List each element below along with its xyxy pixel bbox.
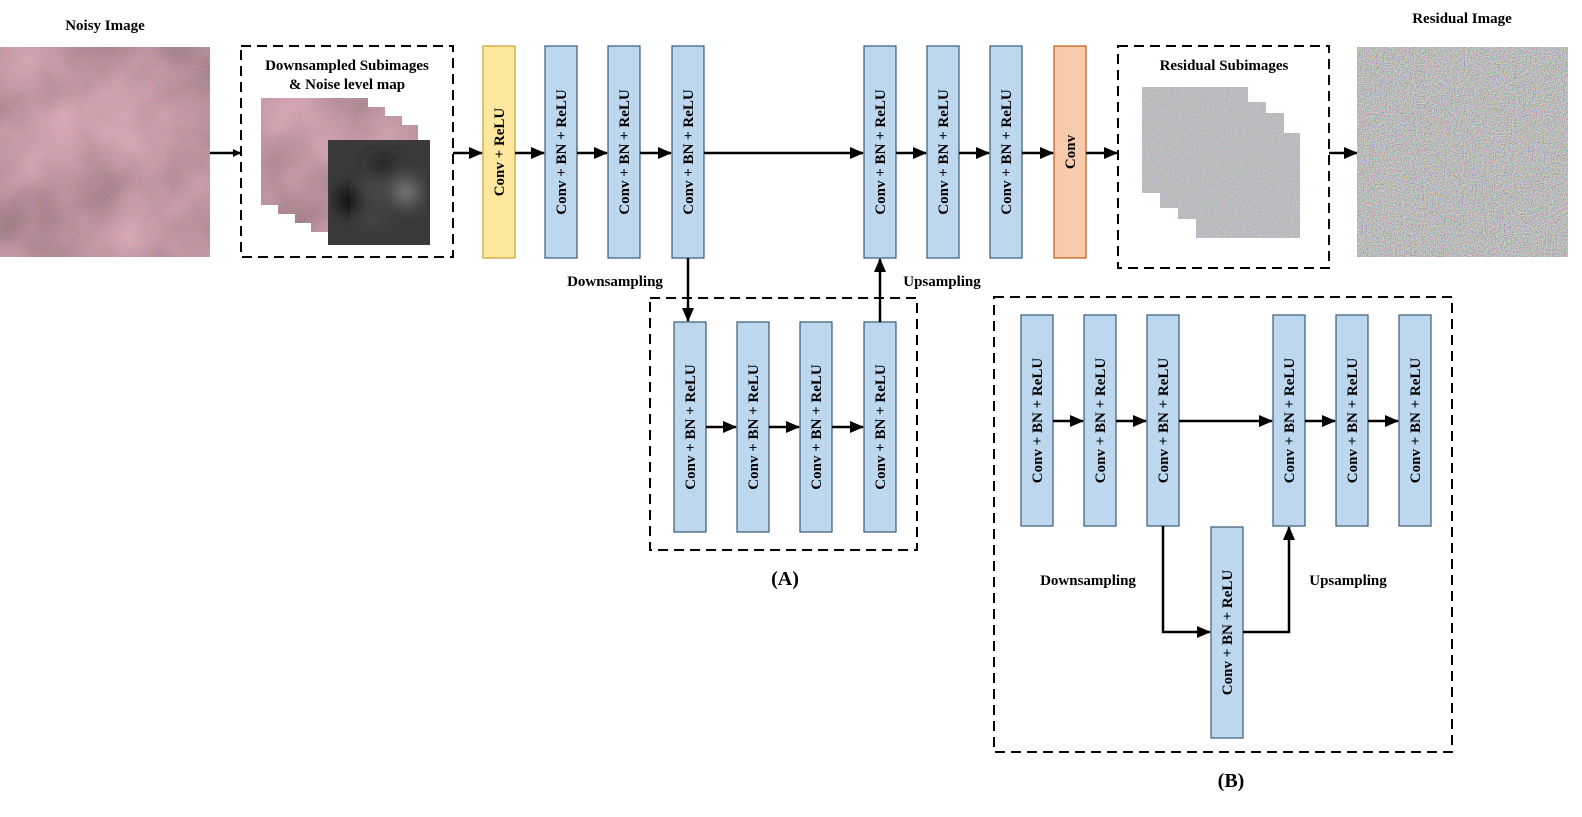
block-rect: [1083, 314, 1117, 527]
block-label: Conv + BN + ReLU: [683, 364, 699, 490]
conv-bn-relu-block: Conv + BN + ReLU: [799, 321, 833, 533]
block-label: Conv + BN + ReLU: [1093, 358, 1109, 484]
noise-level-map: [328, 140, 430, 245]
residual-subimages-title: Residual Subimages: [1160, 58, 1289, 74]
panel-a-downsampling-label: Downsampling: [567, 274, 663, 290]
conv-bn-relu-block: Conv + BN + ReLU: [673, 321, 707, 533]
downsampled-title-line1: Downsampled Subimages: [265, 58, 429, 74]
conv-relu-block: Conv + ReLU: [482, 45, 516, 259]
conv-bn-relu-block: Conv + BN + ReLU: [1272, 314, 1306, 527]
residual-subimages-stack: [1142, 87, 1300, 238]
block-label: Conv + BN + ReLU: [617, 89, 633, 215]
conv-bn-relu-block: Conv + BN + ReLU: [863, 45, 897, 259]
conv-bn-relu-block: Conv + BN + ReLU: [607, 45, 641, 259]
conv-bn-relu-block: Conv + BN + ReLU: [1210, 526, 1244, 739]
downsampled-title-line2: & Noise level map: [289, 77, 405, 93]
block-rect: [671, 45, 705, 259]
conv-bn-relu-block: Conv + BN + ReLU: [544, 45, 578, 259]
block-label: Conv + BN + ReLU: [1030, 358, 1046, 484]
block-label: Conv: [1063, 134, 1079, 169]
conv-block: Conv: [1053, 45, 1087, 259]
block-rect: [736, 321, 770, 533]
block-rect: [673, 321, 707, 533]
block-label: Conv + BN + ReLU: [809, 364, 825, 490]
conv-bn-relu-block: Conv + BN + ReLU: [863, 321, 897, 533]
conv-bn-relu-block: Conv + BN + ReLU: [1398, 314, 1432, 527]
block-rect: [1398, 314, 1432, 527]
residual-subimages-box: [1117, 45, 1330, 269]
panel-a-caption: (A): [771, 568, 799, 590]
block-label: Conv + BN + ReLU: [1282, 358, 1298, 484]
block-rect: [1210, 526, 1244, 739]
block-label: Conv + BN + ReLU: [999, 89, 1015, 215]
block-label: Conv + BN + ReLU: [873, 364, 889, 490]
block-label: Conv + BN + ReLU: [1345, 358, 1361, 484]
conv-bn-relu-block: Conv + BN + ReLU: [1083, 314, 1117, 527]
block-label: Conv + BN + ReLU: [554, 89, 570, 215]
block-label: Conv + BN + ReLU: [1408, 358, 1424, 484]
downsampling-arrow: [1161, 526, 1211, 638]
block-rect: [544, 45, 578, 259]
block-rect: [1335, 314, 1369, 527]
block-label: Conv + BN + ReLU: [681, 89, 697, 215]
conv-bn-relu-block: Conv + BN + ReLU: [989, 45, 1023, 259]
block-rect: [1053, 45, 1087, 259]
block-label: Conv + BN + ReLU: [1220, 570, 1236, 696]
panel-a-box: [649, 297, 918, 551]
residual-image-title: Residual Image: [1412, 11, 1512, 27]
downsampled-subimages-box: [240, 45, 454, 258]
conv-bn-relu-block: Conv + BN + ReLU: [671, 45, 705, 259]
block-rect: [799, 321, 833, 533]
block-rect: [863, 321, 897, 533]
panel-b-downsampling-label: Downsampling: [1040, 573, 1136, 589]
block-rect: [926, 45, 960, 259]
noisy-image-title: Noisy Image: [65, 18, 145, 34]
panel-b-box: [993, 296, 1453, 753]
panel-a-upsampling-label: Upsampling: [903, 274, 981, 290]
conv-bn-relu-block: Conv + BN + ReLU: [926, 45, 960, 259]
panel-b-caption: (B): [1218, 770, 1245, 792]
block-label: Conv + BN + ReLU: [1156, 358, 1172, 484]
panel-b-upsampling-label: Upsampling: [1309, 573, 1387, 589]
block-rect: [1272, 314, 1306, 527]
noisy-image: [0, 47, 210, 257]
block-label: Conv + BN + ReLU: [746, 364, 762, 490]
upsampling-arrow: [1243, 526, 1295, 634]
block-label: Conv + BN + ReLU: [873, 89, 889, 215]
residual-image: [1357, 47, 1568, 257]
conv-bn-relu-block: Conv + BN + ReLU: [1335, 314, 1369, 527]
block-label: Conv + BN + ReLU: [936, 89, 952, 215]
conv-bn-relu-block: Conv + BN + ReLU: [1146, 314, 1180, 527]
block-label: Conv + ReLU: [492, 108, 508, 197]
conv-bn-relu-block: Conv + BN + ReLU: [1020, 314, 1054, 527]
conv-bn-relu-block: Conv + BN + ReLU: [736, 321, 770, 533]
block-rect: [1020, 314, 1054, 527]
